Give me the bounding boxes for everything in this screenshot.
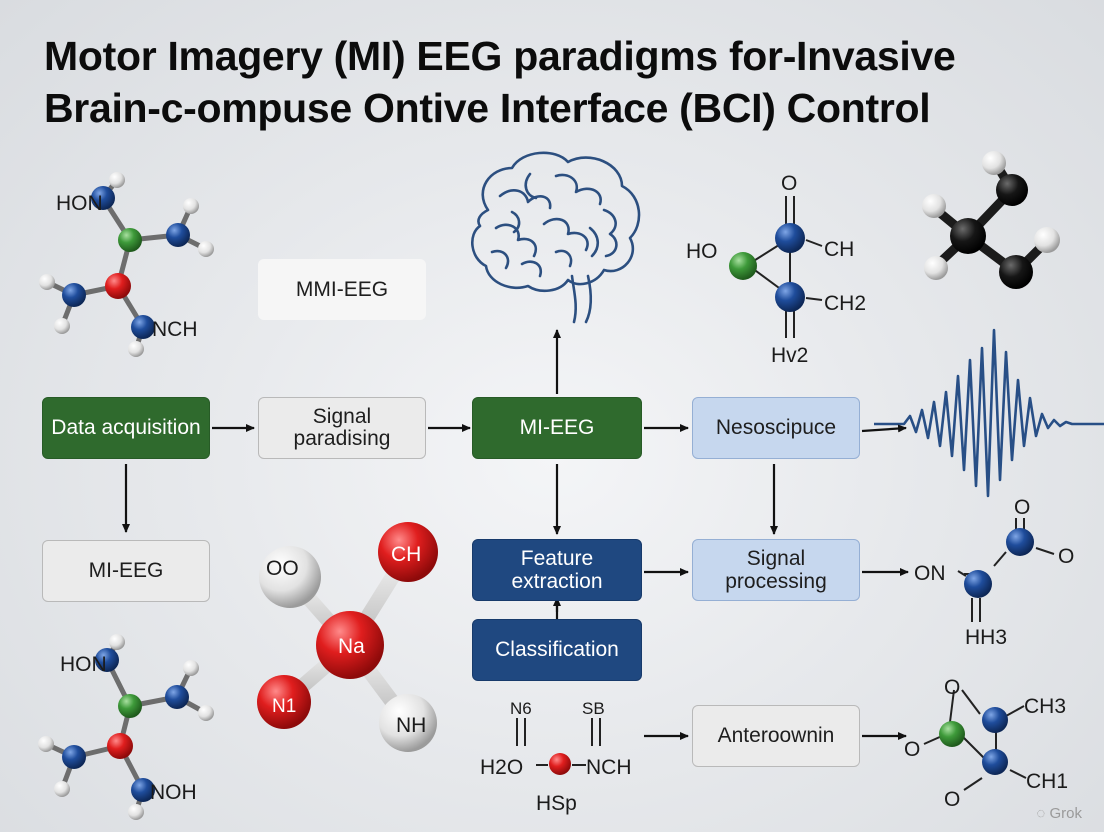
molecule-mid-right-formula: O O ON HH3 (914, 496, 1074, 649)
box-mi-eeg-center-label: MI-EEG (519, 416, 595, 439)
label-o-top: O (781, 172, 797, 195)
box-mi-eeg-left-label: MI-EEG (88, 559, 164, 582)
box-signal-paradising-line2: paradising (293, 427, 391, 450)
molecule-center-red: OO CH Na N1 NH (257, 522, 438, 752)
box-mmi-eeg-label: MMI-EEG (295, 277, 389, 301)
label-on: ON (914, 562, 946, 585)
label-ch-red: CH (391, 543, 421, 566)
box-mi-eeg-left: MI-EEG (42, 540, 210, 602)
label-nch-bc: NCH (586, 756, 632, 779)
box-mmi-eeg: MMI-EEG (258, 259, 426, 320)
box-classification: Classification (472, 619, 642, 681)
label-o-mr2: O (1058, 545, 1074, 568)
box-signal-paradising: Signal paradising (258, 397, 426, 459)
label-ch1: CH1 (1026, 770, 1068, 793)
molecule-bottom-left: HON NOH (38, 634, 214, 820)
box-feature-extraction: Feature extraction (472, 539, 642, 601)
box-anteroownin: Anteroownin (692, 705, 860, 767)
box-mi-eeg-center: MI-EEG (472, 397, 642, 459)
label-o-br2: O (904, 738, 920, 761)
box-signal-processing: Signal processing (692, 539, 860, 601)
label-ch3: CH3 (1024, 695, 1066, 718)
box-data-acquisition-label: Data acquisition (51, 416, 201, 439)
arrow-neso-to-wave (861, 424, 907, 433)
box-anteroownin-label: Anteroownin (717, 724, 835, 747)
label-ch-tr: CH (824, 238, 854, 261)
box-feature-extraction-line1: Feature (520, 547, 594, 570)
label-o-br1: O (944, 676, 960, 699)
watermark-text: Grok (1049, 805, 1082, 822)
title-line-1: Motor Imagery (MI) EEG paradigms for-Inv… (44, 33, 956, 79)
title-line-2: Brain-c-ompuse Ontive Interface (BCI) Co… (44, 85, 931, 131)
label-na: Na (338, 635, 365, 658)
box-nesoscipuce-label: Nesoscipuce (715, 416, 837, 439)
eeg-waveform (874, 328, 1104, 498)
label-nh: NH (396, 714, 426, 737)
label-hsp: HSp (536, 792, 577, 815)
molecule-top-left: HON NCH (39, 172, 214, 357)
molecule-top-right-formula: O HO CH CH2 Hv2 (686, 172, 866, 367)
diagram-title: Motor Imagery (MI) EEG paradigms for-Inv… (44, 30, 1084, 134)
watermark: ◌ Grok (1036, 805, 1082, 822)
label-hon-bottom: HON (60, 653, 107, 676)
label-noh: NOH (150, 781, 197, 804)
brain-icon (471, 151, 641, 324)
label-ch2: CH2 (824, 292, 866, 315)
label-o-mr1: O (1014, 496, 1030, 519)
box-feature-extraction-line2: extraction (511, 570, 603, 593)
label-hv2: Hv2 (771, 344, 808, 367)
box-nesoscipuce: Nesoscipuce (692, 397, 860, 459)
label-n1: N1 (272, 696, 296, 717)
box-data-acquisition: Data acquisition (42, 397, 210, 459)
box-classification-label: Classification (495, 638, 619, 661)
molecule-bottom-right-formula: O CH3 O CH1 O (904, 676, 1068, 811)
box-signal-paradising-line1: Signal (312, 405, 372, 428)
label-h2o: H2O (480, 756, 523, 779)
watermark-icon: ◌ (1036, 805, 1050, 822)
molecule-bottom-center-formula: N6 SB H2O NCH HSp (480, 699, 632, 815)
label-ho: HO (686, 240, 718, 263)
label-n6: N6 (510, 699, 532, 718)
label-hh3: HH3 (965, 626, 1007, 649)
molecule-top-far-right (922, 151, 1060, 289)
label-oo: OO (266, 557, 299, 580)
label-nch: NCH (152, 318, 198, 341)
label-hon-top: HON (56, 192, 103, 215)
box-signal-processing-line2: processing (725, 570, 827, 593)
label-o-br3: O (944, 788, 960, 811)
box-signal-processing-line1: Signal (746, 547, 806, 570)
label-sb: SB (582, 699, 605, 718)
